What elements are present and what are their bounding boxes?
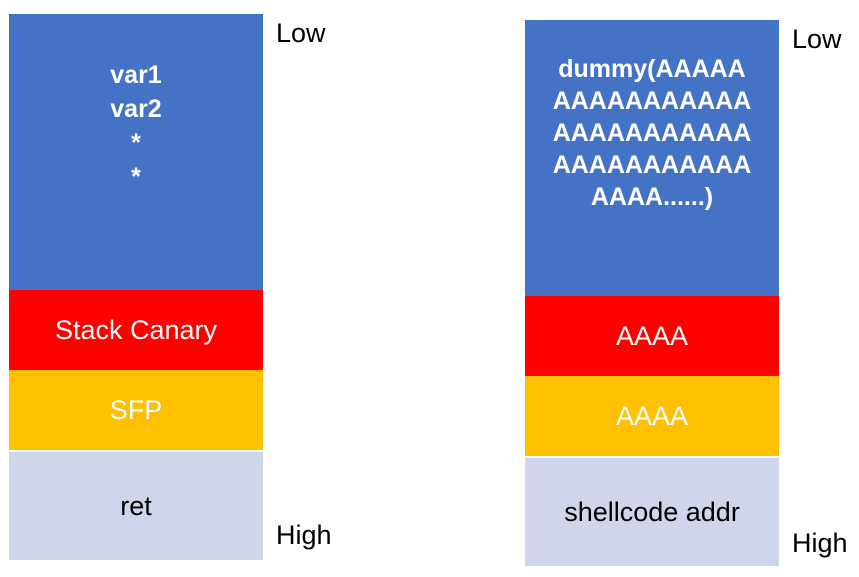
dummy-line: AAAA......) [590, 183, 714, 211]
var-line: * [131, 163, 141, 191]
high-address-label: High [276, 520, 332, 550]
overwritten-sfp-block: AAAA [525, 376, 779, 456]
low-address-label-right: Low [792, 24, 842, 54]
local-variables-list: var1 var2 * * [110, 58, 161, 194]
high-address-label-right: High [792, 528, 848, 558]
ret-block: ret [9, 450, 263, 560]
shellcode-addr-block: shellcode addr [525, 456, 779, 566]
dummy-payload-text: dummy(AAAAA AAAAAAAAAAA AAAAAAAAAAA AAAA… [553, 53, 752, 213]
local-variables-block: var1 var2 * * [9, 14, 263, 290]
dummy-line: dummy(AAAAA [558, 55, 746, 83]
var-line: * [131, 129, 141, 157]
low-address-label: Low [276, 18, 326, 48]
dummy-line: AAAAAAAAAAA [552, 151, 752, 179]
stack-canary-block: Stack Canary [9, 290, 263, 370]
dummy-line: AAAAAAAAAAA [552, 119, 752, 147]
overwritten-canary-block: AAAA [525, 296, 779, 376]
dummy-line: AAAAAAAAAAA [552, 87, 752, 115]
var-line: var2 [110, 95, 162, 123]
dummy-payload-block: dummy(AAAAA AAAAAAAAAAA AAAAAAAAAAA AAAA… [525, 20, 779, 296]
sfp-block: SFP [9, 370, 263, 450]
var-line: var1 [110, 61, 162, 89]
